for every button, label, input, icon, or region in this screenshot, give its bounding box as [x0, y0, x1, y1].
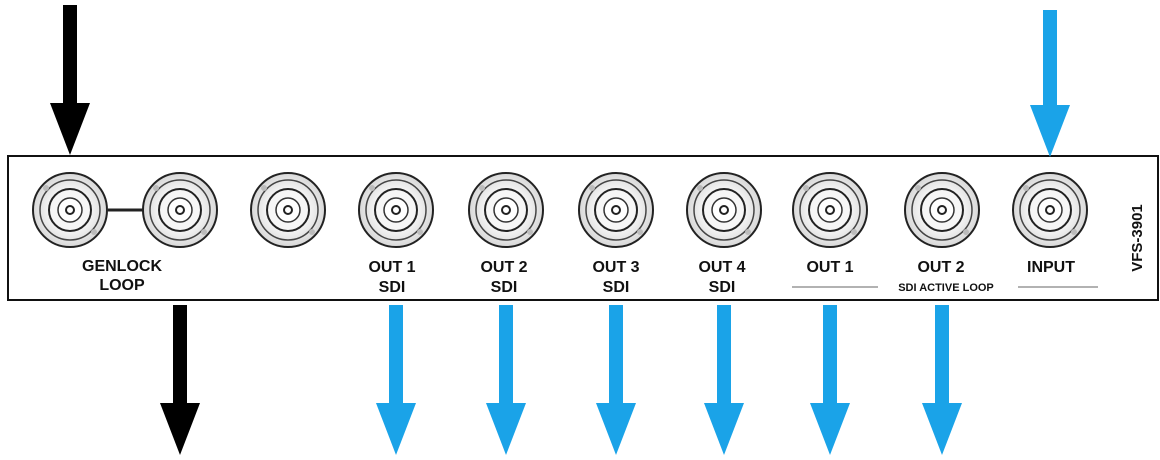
bnc-connector-active-out1	[792, 172, 868, 248]
arrow-sdi-out-3	[596, 305, 636, 455]
bnc-connector-active-out2	[904, 172, 980, 248]
model-label: VFS-3901	[1129, 204, 1146, 272]
label-out3-sdi-top: OUT 3	[592, 259, 639, 276]
bnc-connector-out1-sdi	[358, 172, 434, 248]
label-active-out2: OUT 2	[917, 259, 964, 276]
label-loop: LOOP	[99, 277, 145, 294]
arrow-sdi-out-1	[376, 305, 416, 455]
label-out2-sdi-bottom: SDI	[491, 279, 518, 296]
arrow-sdi-out-4	[704, 305, 744, 455]
bnc-connector-out4-sdi	[686, 172, 762, 248]
label-out2-sdi-top: OUT 2	[480, 259, 527, 276]
arrow-sdi-input	[1030, 10, 1070, 157]
bnc-connector-input	[1012, 172, 1088, 248]
arrow-genlock-in	[50, 5, 90, 155]
bnc-connector-genlock-a	[32, 172, 108, 248]
bnc-connector-genlock-b	[142, 172, 218, 248]
bnc-connector-out2-sdi	[468, 172, 544, 248]
bnc-connector-out3-sdi	[578, 172, 654, 248]
arrows	[50, 5, 1070, 455]
arrow-sdi-out-6	[922, 305, 962, 455]
label-input: INPUT	[1027, 259, 1075, 276]
label-active-loop: SDI ACTIVE LOOP	[898, 282, 994, 294]
label-out4-sdi-bottom: SDI	[709, 279, 736, 296]
arrow-sdi-out-5	[810, 305, 850, 455]
label-active-out1: OUT 1	[806, 259, 853, 276]
label-out1-sdi-bottom: SDI	[379, 279, 406, 296]
label-genlock: GENLOCK	[82, 258, 162, 275]
label-out1-sdi-top: OUT 1	[368, 259, 415, 276]
label-out4-sdi-top: OUT 4	[698, 259, 745, 276]
arrow-sdi-out-2	[486, 305, 526, 455]
connectors	[32, 172, 1088, 248]
bnc-connector-unlabeled	[250, 172, 326, 248]
label-out3-sdi-bottom: SDI	[603, 279, 630, 296]
arrow-genlock-out	[160, 305, 200, 455]
